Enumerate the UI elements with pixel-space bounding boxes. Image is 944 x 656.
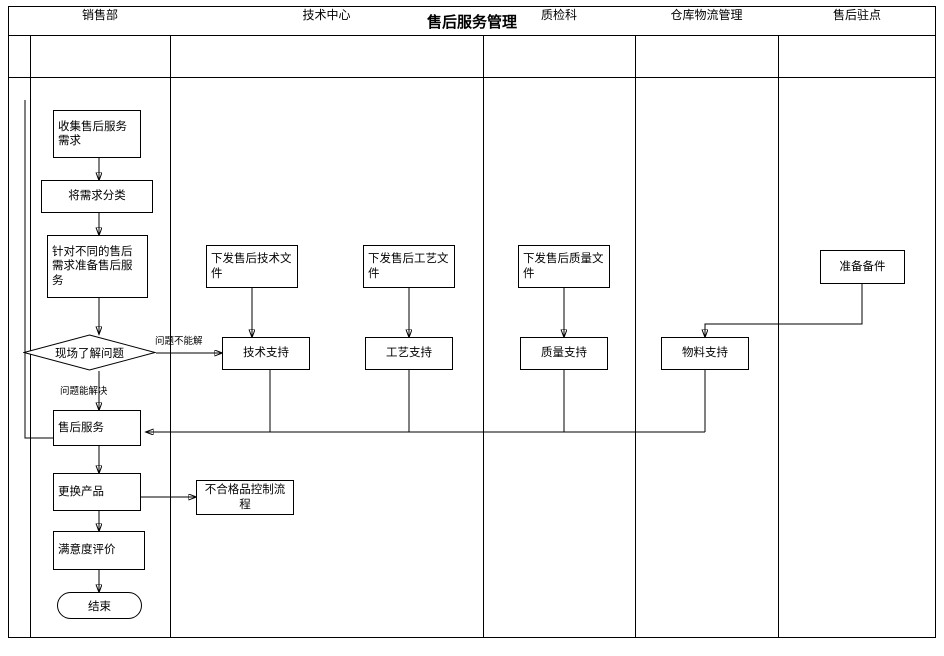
node-prepare-spare-parts[interactable]: 准备备件 [820,250,905,284]
diagram-title: 售后服务管理 [8,6,936,36]
lane-header-row [8,36,936,78]
node-material-support[interactable]: 物料支持 [661,337,749,370]
node-quality-support[interactable]: 质量支持 [520,337,608,370]
lane-divider-2 [483,36,484,638]
node-issue-craft-document[interactable]: 下发售后工艺文件 [363,245,455,288]
node-issue-tech-document[interactable]: 下发售后技术文件 [206,245,298,288]
lane-label-service-station: 售后驻点 [832,8,881,22]
lane-label-sales: 销售部 [81,8,118,22]
lane-label-warehouse: 仓库物流管理 [670,8,743,22]
node-craft-support[interactable]: 工艺支持 [365,337,453,370]
lane-label-tech-center: 技术中心 [302,8,351,22]
node-collect-requirements[interactable]: 收集售后服务需求 [53,110,141,158]
node-prepare-service[interactable]: 针对不同的售后需求准备售后服务 [47,235,148,298]
node-end[interactable]: 结束 [57,592,142,619]
node-onsite-understand-problem[interactable]: 现场了解问题 [23,334,156,371]
node-replace-product[interactable]: 更换产品 [53,473,141,511]
node-nonconforming-control-process[interactable]: 不合格品控制流程 [196,480,294,515]
lane-divider-1 [170,36,171,638]
edge-label-cannot-solve: 问题不能解 [155,336,203,347]
node-satisfaction-evaluation[interactable]: 满意度评价 [53,531,145,570]
edge-label-can-solve: 问题能解决 [60,386,108,397]
lane-divider-3 [635,36,636,638]
node-classify-requirements[interactable]: 将需求分类 [41,180,153,213]
node-tech-support[interactable]: 技术支持 [222,337,310,370]
lane-label-quality-dept: 质检科 [540,8,577,22]
diagram-outer-frame [8,6,936,638]
lane-divider-4 [778,36,779,638]
node-onsite-label: 现场了解问题 [55,347,124,360]
node-issue-quality-document[interactable]: 下发售后质量文件 [518,245,610,288]
node-after-sales-service[interactable]: 售后服务 [53,410,141,446]
